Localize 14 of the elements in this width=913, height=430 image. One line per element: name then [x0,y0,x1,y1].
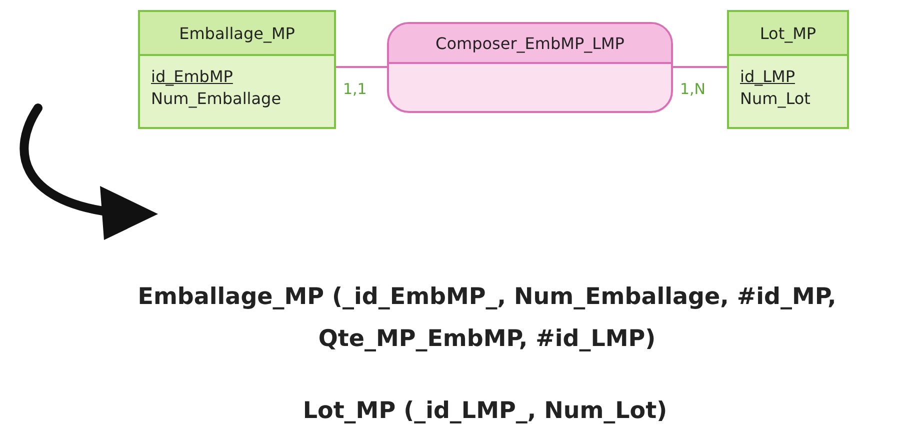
relationship-line [673,66,727,68]
entity-name: Emballage_MP [179,24,295,42]
association-name: Composer_EmbMP_LMP [436,34,624,52]
attribute: Num_Lot [739,88,812,110]
primary-key-attribute: id_EmbMP [150,66,234,88]
primary-key-attribute: id_LMP [739,66,796,88]
relationship-line [336,66,387,68]
entity-box [727,10,849,129]
relational-schema-text: Lot_MP (_id_LMP_, Num_Lot) [302,397,668,426]
relational-schema-text: Emballage_MP (_id_EmbMP_, Num_Emballage, #id_MP, Qte_MP_EmbMP, #id_LMP) [136,283,838,354]
entity-name: Lot_MP [760,24,816,42]
association-box [387,22,673,113]
attribute: Num_Emballage [150,88,282,110]
entity-box [138,10,336,129]
